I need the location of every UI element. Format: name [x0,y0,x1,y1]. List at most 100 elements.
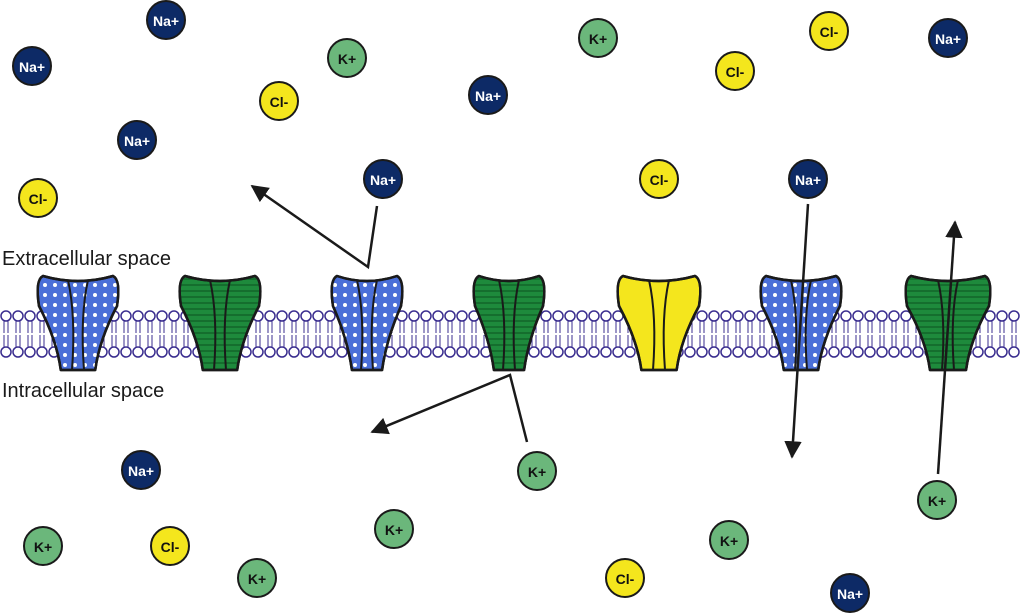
chloride-ion: Cl- [259,81,299,121]
chloride-ion-label: Cl- [161,539,180,555]
chloride-ion-label: Cl- [726,64,745,80]
lipid-head [1008,310,1020,322]
lipid-head [624,346,636,358]
intracellular-label: Intracellular space [2,380,164,402]
potassium-ion: K+ [374,509,414,549]
sodium-ion: Na+ [121,450,161,490]
lipid-head [324,346,336,358]
extracellular-label: Extracellular space [2,248,171,270]
lipid-head [888,346,900,358]
potassium-deflected-arrow [370,373,529,443]
sodium-ion: Na+ [928,18,968,58]
potassium-ion-label: K+ [34,539,52,555]
sodium-ion: Na+ [12,46,52,86]
lipid-head [396,346,408,358]
lipid-head [336,346,348,358]
lipid-head [252,346,264,358]
chloride-ion: Cl- [809,11,849,51]
potassium-efflux-arrow [936,220,963,475]
ion-channels [36,274,992,372]
lipid-head [840,346,852,358]
lipid-head [864,346,876,358]
lipid-head [144,310,156,322]
sodium-exit-deflected-arrow [250,184,379,270]
lipid-head [300,310,312,322]
lipid-head [972,346,984,358]
lipid-head [864,310,876,322]
lipid-head [696,346,708,358]
potassium-ion: K+ [917,480,957,520]
flow-arrows [250,184,963,475]
sodium-ion-label: Na+ [124,133,150,149]
potassium-ion-label: K+ [528,464,546,480]
potassium-channel [178,274,262,372]
lipid-head [456,310,468,322]
lipid-head [420,310,432,322]
chloride-ion-label: Cl- [650,172,669,188]
lipid-head [12,310,24,322]
potassium-ion: K+ [709,520,749,560]
potassium-ion-label: K+ [720,533,738,549]
lipid-head [720,310,732,322]
potassium-ion-label: K+ [589,31,607,47]
lipid-head [408,310,420,322]
sodium-ion: Na+ [146,0,186,40]
lipid-head [144,346,156,358]
lipid-head [456,346,468,358]
chloride-ion-label: Cl- [270,94,289,110]
chloride-ion: Cl- [715,51,755,91]
lipid-head [540,310,552,322]
lipid-head [600,310,612,322]
lipid-head [324,310,336,322]
lipid-head [564,310,576,322]
sodium-ion-label: Na+ [370,172,396,188]
lipid-head [996,310,1008,322]
sodium-ion: Na+ [117,120,157,160]
lipid-head [420,346,432,358]
lipid-head [432,310,444,322]
lipid-head [540,346,552,358]
lipid-head [732,310,744,322]
lipid-head [720,346,732,358]
lipid-head [696,310,708,322]
lipid-head [156,346,168,358]
potassium-ion: K+ [237,558,277,598]
lipid-head [996,346,1008,358]
lipid-head [444,346,456,358]
lipid-head [984,346,996,358]
lipid-head [708,310,720,322]
lipid-head [108,346,120,358]
lipid-head [768,346,780,358]
lipid-head [732,346,744,358]
lipid-head [468,346,480,358]
lipid-head [156,310,168,322]
lipid-head [1008,346,1020,358]
lipid-head [180,346,192,358]
lipid-head [0,310,12,322]
potassium-ion-label: K+ [248,571,266,587]
potassium-ion-label: K+ [385,522,403,538]
sodium-ion-label: Na+ [795,172,821,188]
lipid-head [912,346,924,358]
lipid-head [888,310,900,322]
potassium-ion: K+ [578,18,618,58]
lipid-head [36,346,48,358]
lipid-head [876,346,888,358]
potassium-ion: K+ [327,38,367,78]
lipid-head [552,310,564,322]
lipid-head [744,310,756,322]
sodium-ion-label: Na+ [935,31,961,47]
lipid-head [300,346,312,358]
lipid-head [276,310,288,322]
lipid-head [288,310,300,322]
lipid-head [756,346,768,358]
potassium-ion-label: K+ [928,493,946,509]
lipid-head [312,346,324,358]
lipid-head [708,346,720,358]
chloride-ion: Cl- [18,178,58,218]
lipid-head [288,346,300,358]
sodium-ion-label: Na+ [128,463,154,479]
lipid-head [576,310,588,322]
lipid-head [120,346,132,358]
lipid-head [168,346,180,358]
